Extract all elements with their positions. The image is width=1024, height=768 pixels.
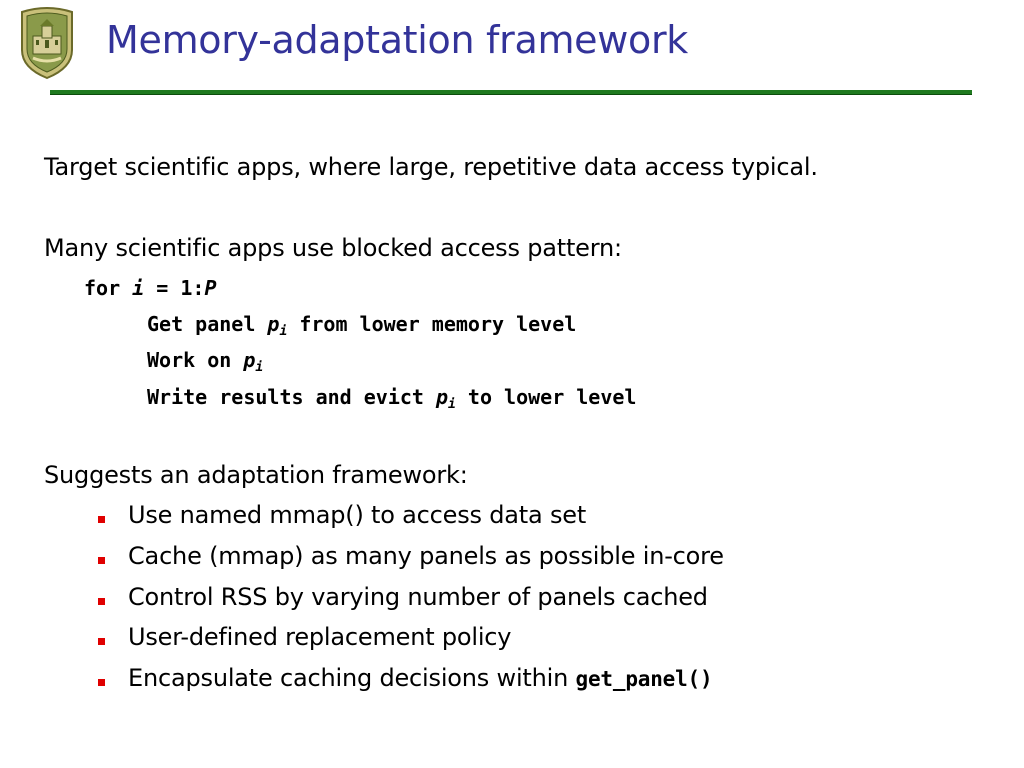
code-var: p [243,348,256,372]
list-item-text: User-defined replacement policy [128,623,512,652]
bullet-list: Use named mmap() to access data set Cach… [96,501,724,705]
bullet-square-icon [98,638,105,646]
list-item: Cache (mmap) as many panels as possible … [96,542,724,583]
inline-code: get_panel() [575,667,713,692]
code-keyword: for [84,276,121,300]
code-var: p [435,385,449,409]
bullet-square-icon [98,597,105,605]
code-line-work-on: Work on pi [147,348,263,376]
code-line-write-results: Write results and evict pi to lower leve… [147,385,636,413]
code-line-for: for i = 1:P [84,276,216,300]
list-item-text: Control RSS by varying number of panels … [128,582,708,611]
bullet-square-icon [98,556,105,564]
code-var: i [132,276,145,300]
code-var: P [204,276,217,300]
code-text: to lower level [455,385,637,409]
list-item-text: Cache (mmap) as many panels as possible … [128,541,724,570]
paragraph-blocked-access: Many scientific apps use blocked access … [44,234,622,262]
bullet-square-icon [98,516,105,523]
code-subscript: i [279,324,288,339]
code-text: Work on [147,348,244,372]
paragraph-target-apps: Target scientific apps, where large, rep… [44,153,818,181]
list-item: User-defined replacement policy [96,623,724,664]
code-text: from lower memory level [287,312,577,336]
code-text: Get panel [147,312,268,336]
code-line-get-panel: Get panel pi from lower memory level [147,312,576,340]
university-crest-icon [18,6,76,80]
list-item: Control RSS by varying number of panels … [96,583,724,624]
list-item-text: Use named mmap() to access data set [128,501,587,529]
code-subscript: i [448,397,456,412]
code-text: = 1: [144,276,205,300]
code-subscript: i [255,360,264,375]
paragraph-suggests-framework: Suggests an adaptation framework: [44,461,468,489]
list-item-text: Encapsulate caching decisions within [128,664,576,693]
list-item: Use named mmap() to access data set [96,501,724,542]
code-text: Write results and evict [147,385,436,409]
title-divider [50,90,972,95]
slide-title: Memory-adaptation framework [106,18,688,62]
bullet-square-icon [98,679,105,687]
list-item: Encapsulate caching decisions within get… [96,664,724,705]
code-var: p [267,312,280,336]
